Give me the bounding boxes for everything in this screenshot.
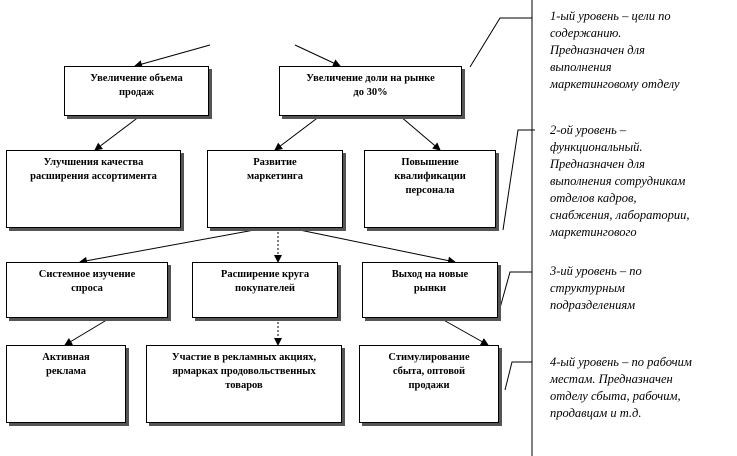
arrow-share-to-staff (399, 115, 441, 151)
level-1-note: 1-ый уровень – цели по содержанию. Предн… (550, 9, 680, 91)
level-2-note: 2-ой уровень – функциональный. Предназна… (550, 123, 690, 239)
box-label: Системное изучение спроса (38, 269, 136, 294)
box-label: Увеличение доли на рынке до 30% (306, 73, 435, 98)
arrow-demand-to-advertising (64, 317, 111, 346)
arrow-into-sales-volume (134, 44, 211, 68)
level-3-bracket (499, 271, 532, 309)
arrow-share-to-marketing (274, 115, 321, 151)
arrow-markets-to-stimulation (439, 317, 489, 346)
level-4-note: 4-ый уровень – по рабочим местам. Предна… (550, 355, 692, 420)
box-new-markets: Выход на новые рынки (362, 262, 498, 318)
box-label: Участие в рекламных акциях, ярмарках про… (171, 352, 317, 391)
level-1-bracket (469, 17, 532, 68)
arrow-into-market-share (294, 44, 341, 67)
box-active-advertising: Активная реклама (6, 345, 126, 423)
box-customer-expansion: Расширение круга покупателей (192, 262, 338, 318)
box-increase-market-share: Увеличение доли на рынке до 30% (279, 66, 462, 116)
box-ad-campaigns-fairs: Участие в рекламных акциях, ярмарках про… (146, 345, 342, 423)
level-2-bracket (502, 129, 535, 231)
box-marketing-development: Развитие маркетинга (207, 150, 343, 228)
box-label: Стимулирование сбыта, оптовой продажи (388, 352, 470, 391)
box-label: Увеличение объема продаж (90, 73, 183, 98)
box-demand-study: Системное изучение спроса (6, 262, 168, 318)
box-sales-stimulation: Стимулирование сбыта, оптовой продажи (359, 345, 499, 423)
box-label: Активная реклама (42, 352, 90, 377)
level-4-bracket (504, 361, 532, 391)
box-increase-sales-volume: Увеличение объема продаж (64, 66, 209, 116)
box-label: Улучшения качества расширения ассортимен… (30, 157, 157, 182)
arrow-marketing-to-demand (79, 227, 266, 265)
box-staff-qualification: Повышение квалификации персонала (364, 150, 496, 228)
arrow-sales-to-assortment (94, 115, 141, 151)
arrow-marketing-to-markets (289, 227, 456, 265)
box-label: Выход на новые рынки (391, 269, 469, 294)
box-improve-assortment: Улучшения качества расширения ассортимен… (6, 150, 181, 228)
box-label: Развитие маркетинга (247, 157, 303, 182)
level-3-note: 3-ий уровень – по структурным подразделе… (550, 264, 642, 312)
box-label: Расширение круга покупателей (220, 269, 310, 294)
box-label: Повышение квалификации персонала (394, 157, 466, 196)
